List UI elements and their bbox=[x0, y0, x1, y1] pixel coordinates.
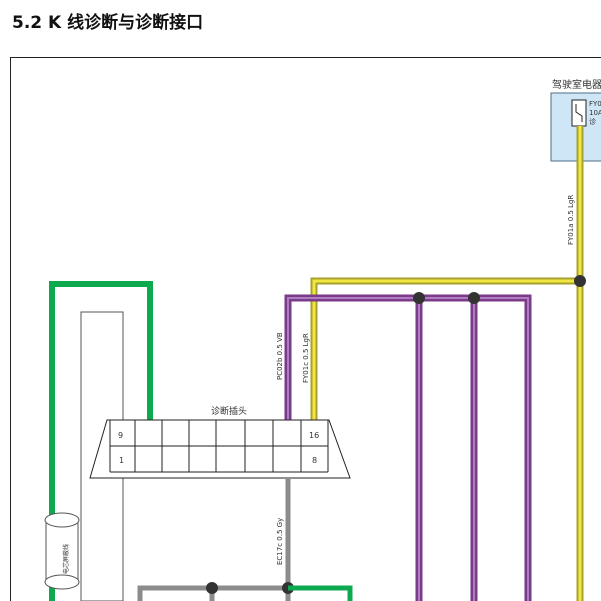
splice-node bbox=[468, 292, 480, 304]
wire-pc02b bbox=[287, 297, 529, 601]
section-number: 5.2 bbox=[12, 13, 43, 33]
wire-fy01c bbox=[312, 279, 580, 420]
wire-green-kline bbox=[49, 281, 153, 601]
wire-gray-bottom bbox=[137, 585, 288, 601]
shield-label: 电芯屏蔽线 bbox=[62, 544, 70, 574]
diag-plug-label: 诊断插头 bbox=[211, 405, 247, 417]
splice-node bbox=[574, 275, 586, 287]
pin-8: 8 bbox=[312, 456, 317, 465]
fuse-box-label: 驾驶室电器 bbox=[552, 78, 601, 91]
pin-16: 16 bbox=[309, 431, 319, 440]
fuse-desc: 诊 bbox=[589, 117, 596, 126]
fuse-id: FY0 bbox=[589, 100, 601, 108]
pin-1: 1 bbox=[119, 456, 124, 465]
shield-cylinder-top bbox=[44, 512, 80, 528]
wire-label-fy01c: FY01c 0.5 LgR bbox=[302, 333, 310, 383]
wire-green-bottom bbox=[288, 585, 353, 601]
fuse-element-icon bbox=[575, 104, 583, 122]
diag-connector bbox=[89, 419, 351, 479]
wire-fy01c-outer bbox=[310, 277, 580, 420]
wire-label-ec17c: EC17c 0.5 Gy bbox=[276, 518, 284, 565]
fuse-rating: 10A bbox=[589, 109, 601, 117]
shield-cylinder bbox=[45, 519, 79, 583]
wire-label-fy01a: FY01a 0.5 LgR bbox=[567, 195, 575, 245]
splice-node bbox=[413, 292, 425, 304]
diagram-frame bbox=[10, 57, 601, 601]
diag-connector-pins bbox=[109, 420, 329, 473]
shield-cylinder-bottom bbox=[44, 574, 80, 590]
pin-9: 9 bbox=[118, 431, 123, 440]
wire-label-pc02b: PC02b 0.5 VB bbox=[276, 332, 284, 380]
section-heading: 5.2 K 线诊断与诊断接口 bbox=[12, 8, 203, 33]
fuse-icon bbox=[571, 99, 587, 127]
splice-node bbox=[206, 582, 218, 594]
section-title: K 线诊断与诊断接口 bbox=[48, 13, 204, 33]
